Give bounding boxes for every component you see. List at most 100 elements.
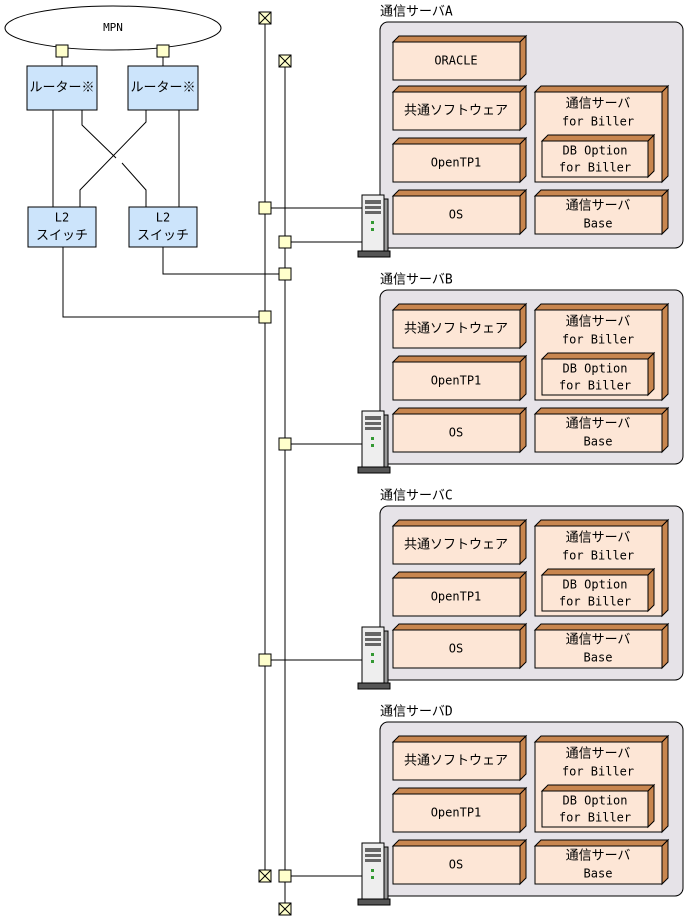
drive-bay: [365, 427, 381, 430]
box-side-face: [519, 786, 527, 834]
biller-label: 通信サーバ: [566, 531, 631, 546]
computer-base: [357, 682, 391, 690]
box-top-face: [540, 134, 656, 142]
drive-bay: [365, 638, 381, 641]
power-led: [371, 444, 374, 447]
common-software-label: 共通ソフトウェア: [404, 104, 508, 119]
connection-line: [162, 247, 279, 275]
connector-node: [278, 869, 292, 883]
drive-bay: [365, 416, 381, 420]
box-top-face: [533, 303, 670, 311]
power-led: [371, 228, 374, 231]
box-front-face: [541, 790, 649, 828]
box-front-face: [534, 195, 663, 235]
db-option-label: for Biller: [559, 161, 631, 175]
drive-bay: [365, 854, 381, 857]
server-title: 通信サーバB: [380, 273, 453, 288]
box-front-face: [534, 413, 663, 453]
box-front-face: [392, 793, 521, 833]
box-front-face: [541, 140, 649, 178]
box-side-face: [661, 518, 669, 618]
box-side-face: [519, 84, 527, 132]
box-side-face: [647, 783, 655, 829]
biller-label: 通信サーバ: [566, 97, 631, 112]
db-option-box: [540, 133, 656, 179]
connector-node: [258, 201, 272, 215]
box-top-face: [533, 85, 670, 93]
box-front-face: [392, 41, 521, 81]
box-top-face: [540, 352, 656, 360]
box-top-face: [533, 623, 670, 631]
switch-box: [128, 206, 198, 248]
os-box: [391, 622, 528, 670]
mpn-label: MPN: [103, 21, 123, 34]
box-front-face: [392, 361, 521, 401]
box-top-face: [391, 355, 528, 363]
box-front-face: [534, 629, 663, 669]
box-top-face: [391, 623, 528, 631]
router-label: ルーター※: [29, 81, 94, 96]
server-computer-icon: [357, 194, 391, 258]
db-option-label: for Biller: [559, 379, 631, 393]
box-top-face: [391, 35, 528, 43]
opentp1-label: OpenTP1: [431, 374, 482, 388]
server-computer-icon: [357, 842, 391, 906]
db-option-label: DB Option: [562, 144, 627, 158]
opentp1-box: [391, 136, 528, 184]
box-top-face: [391, 735, 528, 743]
box-front-face: [541, 574, 649, 612]
db-option-box: [540, 351, 656, 397]
connector-node: [258, 310, 272, 324]
drive-bay: [365, 206, 381, 209]
power-led: [371, 221, 374, 224]
box-front-face: [392, 845, 521, 885]
base-label: 通信サーバ: [566, 849, 631, 864]
server-title: 通信サーバA: [380, 5, 453, 20]
base-box: [533, 622, 670, 670]
box-side-face: [519, 406, 527, 454]
box-side-face: [661, 302, 669, 402]
box-side-face: [661, 84, 669, 184]
db-option-label: for Biller: [559, 811, 631, 825]
opentp1-box: [391, 570, 528, 618]
switch-label: L2: [156, 211, 170, 225]
opentp1-box: [391, 354, 528, 402]
computer-side: [383, 846, 389, 900]
box-side-face: [519, 734, 527, 782]
box-top-face: [391, 571, 528, 579]
biller-label: 通信サーバ: [566, 747, 631, 762]
box-side-face: [519, 570, 527, 618]
router-box: [26, 65, 98, 111]
power-led: [371, 437, 374, 440]
power-led: [371, 653, 374, 656]
box-side-face: [519, 188, 527, 236]
base-box: [533, 406, 670, 454]
mpn-cloud: [4, 5, 222, 51]
computer-side: [383, 198, 389, 252]
box-side-face: [519, 838, 527, 886]
box-front-face: [392, 309, 521, 349]
terminator-cross: [258, 869, 272, 883]
box-front-face: [392, 629, 521, 669]
bus-terminator: [258, 869, 272, 883]
box-top-face: [540, 568, 656, 576]
power-led: [371, 869, 374, 872]
terminator-cross: [258, 11, 272, 25]
box-side-face: [661, 622, 669, 670]
box-side-face: [647, 133, 655, 179]
power-led: [371, 876, 374, 879]
common-software-label: 共通ソフトウェア: [404, 322, 508, 337]
box-top-face: [533, 839, 670, 847]
connector-node: [278, 235, 292, 249]
common-software-label: 共通ソフトウェア: [404, 538, 508, 553]
connector-node: [278, 437, 292, 451]
computer-side: [383, 414, 389, 468]
bus-terminator: [278, 54, 292, 68]
box-top-face: [391, 519, 528, 527]
box-side-face: [519, 136, 527, 184]
os-box: [391, 406, 528, 454]
db-option-label: for Biller: [559, 595, 631, 609]
box-side-face: [647, 567, 655, 613]
connector-node: [258, 653, 272, 667]
